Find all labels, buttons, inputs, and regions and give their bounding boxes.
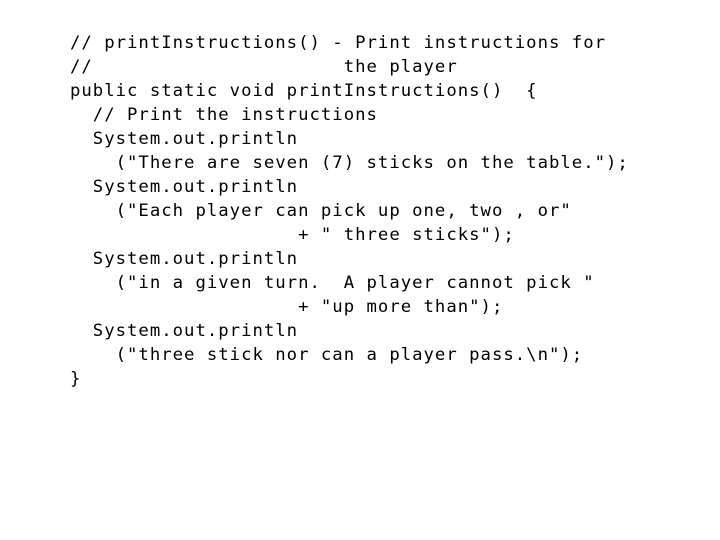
code-line-6: ("There are seven (7) sticks on the tabl… [70, 153, 629, 173]
code-listing: // printInstructions() - Print instructi… [70, 31, 720, 391]
code-line-12: + "up more than"); [70, 297, 504, 317]
code-line-7: System.out.println [70, 177, 299, 197]
code-line-3: public static void printInstructions() { [70, 81, 538, 101]
code-line-15: } [70, 369, 82, 389]
code-line-2: // the player [70, 57, 458, 77]
code-line-10: System.out.println [70, 249, 299, 269]
code-line-1: // printInstructions() - Print instructi… [70, 33, 606, 53]
code-line-5: System.out.println [70, 129, 299, 149]
code-line-14: ("three stick nor can a player pass.\n")… [70, 345, 584, 365]
code-line-9: + " three sticks"); [70, 225, 515, 245]
code-line-11: ("in a given turn. A player cannot pick … [70, 273, 595, 293]
code-line-4: // Print the instructions [70, 105, 378, 125]
code-line-8: ("Each player can pick up one, two , or" [70, 201, 572, 221]
code-line-13: System.out.println [70, 321, 299, 341]
